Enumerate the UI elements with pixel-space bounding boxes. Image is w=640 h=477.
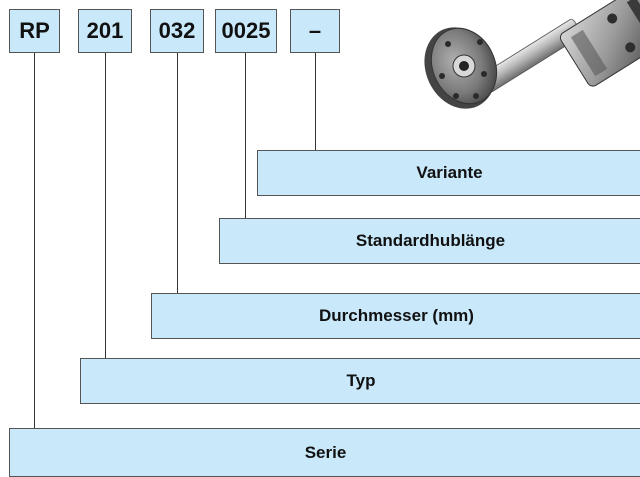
hydraulic-cylinder-product-icon: [424, 0, 640, 109]
code-box-series: RP: [9, 9, 60, 53]
label-variant: Variante: [257, 150, 640, 196]
code-box-diameter: 032: [150, 9, 204, 53]
code-box-stroke: 0025: [215, 9, 277, 53]
code-box-type: 201: [78, 9, 132, 53]
label-standard-stroke: Standardhublänge: [219, 218, 640, 264]
connector-type: [105, 53, 106, 358]
connector-variant: [315, 53, 316, 150]
label-type: Typ: [80, 358, 640, 404]
label-series: Serie: [9, 428, 640, 477]
connector-series: [34, 53, 35, 428]
connector-diameter: [177, 53, 178, 293]
connector-stroke: [245, 53, 246, 218]
label-diameter: Durchmesser (mm): [151, 293, 640, 339]
code-box-variant: –: [290, 9, 340, 53]
